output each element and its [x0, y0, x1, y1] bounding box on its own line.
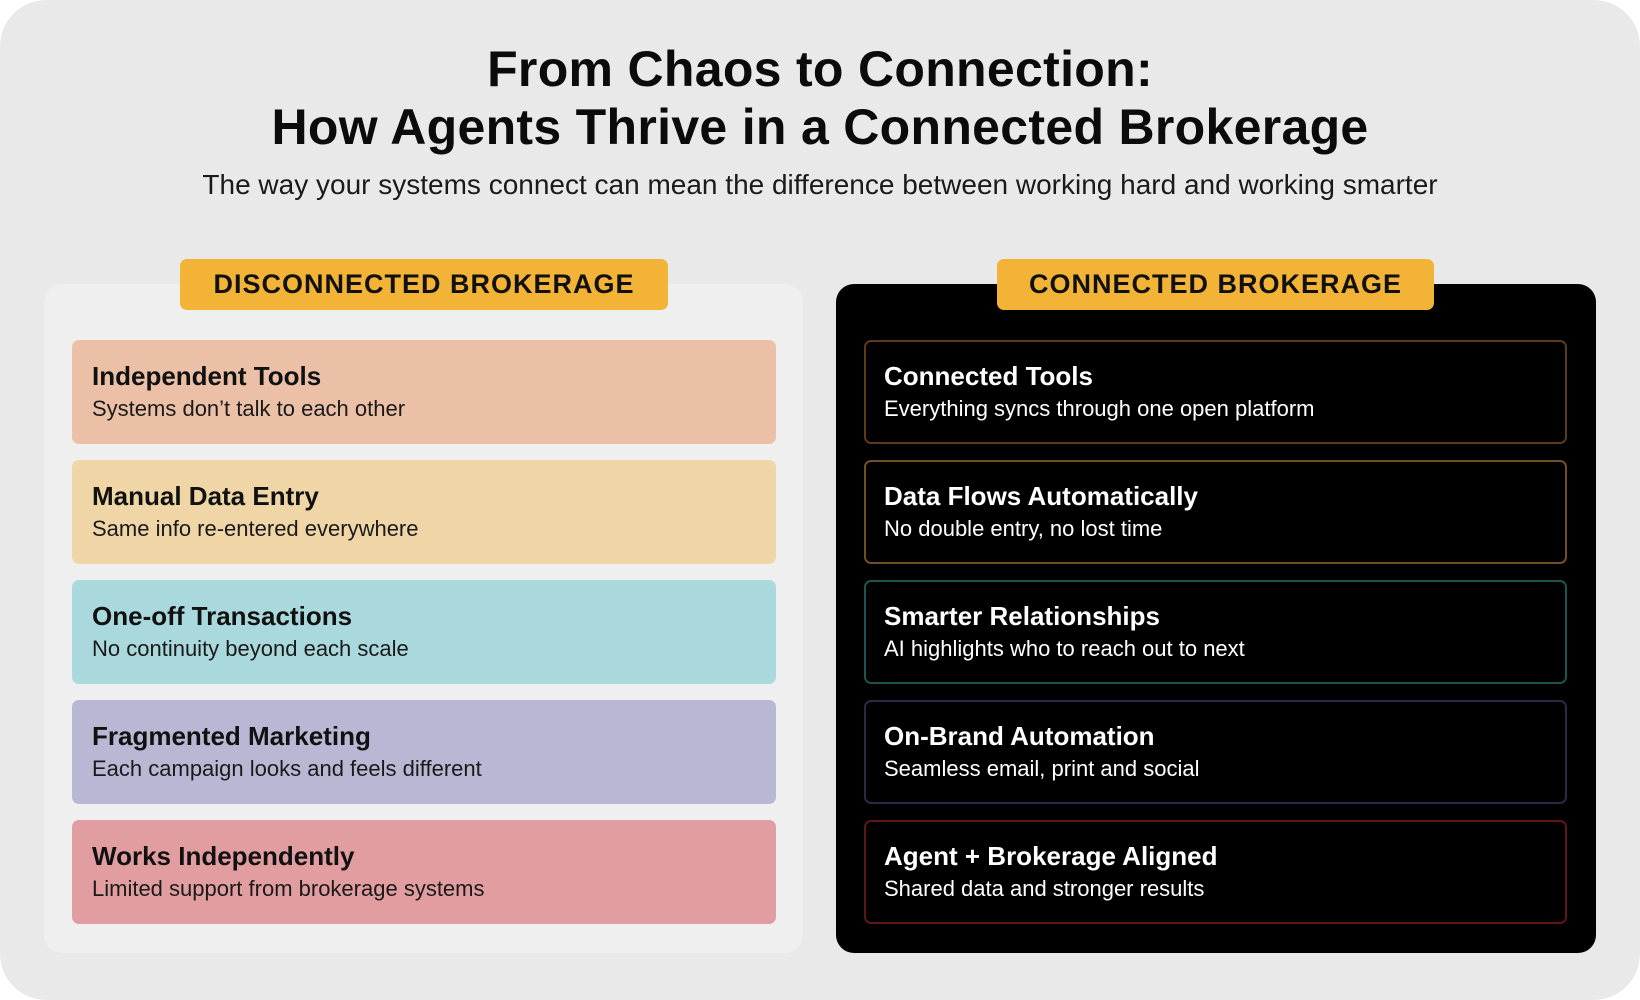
- card-description: No double entry, no lost time: [884, 516, 1163, 541]
- card-title: Agent + Brokerage Aligned: [884, 841, 1218, 871]
- card-description: Seamless email, print and social: [884, 756, 1200, 781]
- disconnected-card: One-off Transactions No continuity beyond…: [72, 580, 776, 684]
- card-title: Smarter Relationships: [884, 601, 1160, 631]
- disconnected-brokerage-badge: DISCONNECTED BROKERAGE: [180, 259, 668, 310]
- card-description: Each campaign looks and feels different: [92, 756, 482, 781]
- card-title: Manual Data Entry: [92, 481, 319, 511]
- title-line-2: How Agents Thrive in a Connected Brokera…: [271, 99, 1369, 155]
- title-line-1: From Chaos to Connection:: [487, 41, 1153, 97]
- card-description: No continuity beyond each scale: [92, 636, 409, 661]
- card-description: Systems don’t talk to each other: [92, 396, 406, 421]
- card-title: Works Independently: [92, 841, 355, 871]
- card-title: One-off Transactions: [92, 601, 353, 631]
- card-title: Data Flows Automatically: [884, 481, 1198, 511]
- connected-card: Data Flows Automatically No double entry,…: [864, 460, 1567, 564]
- card-title: On-Brand Automation: [884, 721, 1155, 751]
- card-description: Shared data and stronger results: [884, 876, 1205, 901]
- card-description: Limited support from brokerage systems: [92, 876, 485, 901]
- card-description: AI highlights who to reach out to next: [884, 636, 1245, 661]
- card-title: Independent Tools: [92, 361, 322, 391]
- card-title: Fragmented Marketing: [92, 721, 371, 751]
- card-title: Connected Tools: [884, 361, 1093, 391]
- card-description: Same info re-entered everywhere: [92, 516, 419, 541]
- card-description: Everything syncs through one open platfo…: [884, 396, 1315, 421]
- connected-brokerage-badge: CONNECTED BROKERAGE: [997, 259, 1434, 310]
- subtitle: The way your systems connect can mean th…: [202, 169, 1438, 200]
- connected-card: Smarter Relationships AI highlights who t…: [864, 580, 1567, 684]
